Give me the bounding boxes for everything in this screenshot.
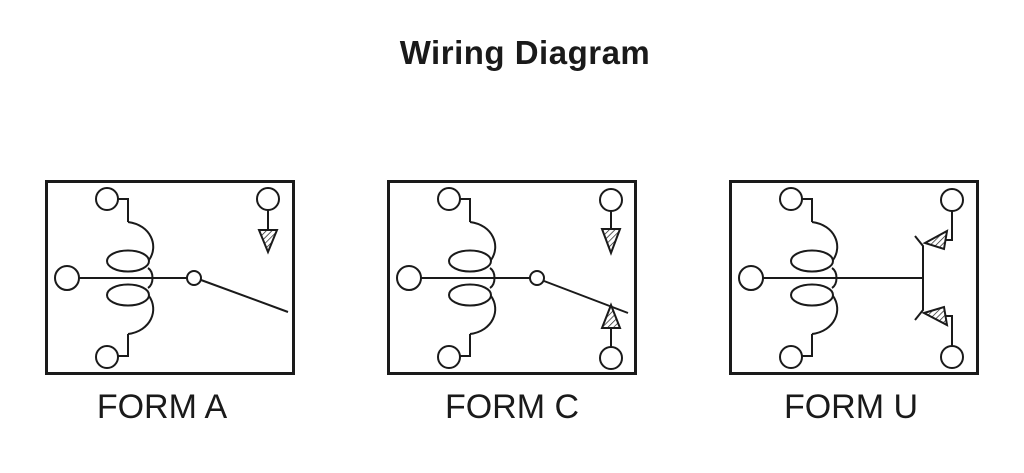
form-a-schematic — [45, 180, 295, 375]
armature — [763, 235, 924, 321]
armature-blade-open — [200, 279, 289, 313]
upper-contact-arrow-icon — [922, 229, 949, 251]
lower-contact-arrow-icon — [921, 305, 949, 327]
armature-pivot — [529, 270, 545, 286]
no-contact-arrow-icon — [257, 229, 279, 255]
lower-contact-lead — [946, 315, 953, 346]
schematic-frame — [729, 180, 979, 375]
page-title: Wiring Diagram — [399, 34, 651, 71]
nc-contact-terminal — [599, 346, 623, 370]
lower-contact-terminal — [940, 345, 964, 369]
panel-label-form-u: FORM U — [783, 388, 919, 426]
upper-contact-terminal — [940, 188, 964, 212]
normally-open-contact — [599, 188, 623, 256]
schematic-frame — [387, 180, 637, 375]
armature-pivot — [186, 270, 202, 286]
armature — [421, 270, 629, 314]
panel-label-form-a: FORM A — [96, 388, 228, 426]
no-contact-terminal — [256, 187, 280, 211]
armature-contact-bar — [914, 235, 924, 321]
lower-contact — [921, 305, 964, 369]
armature — [79, 270, 289, 313]
normally-open-contact — [256, 187, 280, 255]
no-contact-terminal — [599, 188, 623, 212]
armature-blade-closed — [543, 280, 629, 314]
schematic-frame — [45, 180, 295, 375]
upper-contact — [922, 188, 964, 251]
panel-label-form-c: FORM C — [444, 388, 580, 426]
upper-contact-lead — [946, 211, 953, 241]
form-c-schematic — [387, 180, 637, 375]
normally-closed-contact — [599, 302, 623, 370]
form-u-schematic — [729, 180, 979, 375]
no-contact-arrow-icon — [600, 228, 622, 256]
